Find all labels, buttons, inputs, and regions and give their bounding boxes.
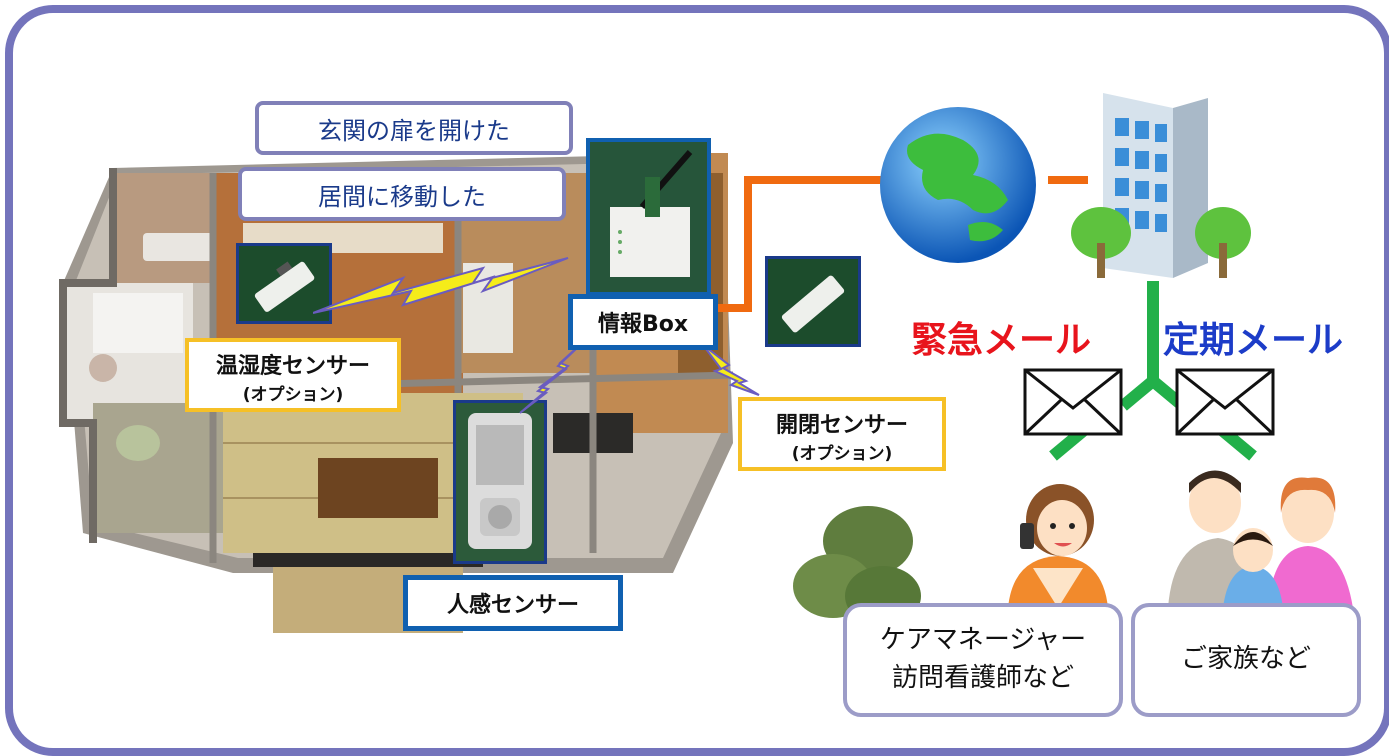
emergency-mail-label: 緊急メール bbox=[911, 320, 1092, 361]
door-sensor-name: 開閉センサー bbox=[775, 413, 908, 438]
callout-entrance: 玄関の扉を開けた bbox=[255, 101, 573, 155]
family-card: ご家族など bbox=[1131, 603, 1361, 717]
caregiver-icon bbox=[1008, 484, 1108, 608]
temp-humidity-sensor-image bbox=[236, 243, 332, 324]
family-label: ご家族など bbox=[1180, 644, 1311, 675]
globe-icon bbox=[880, 107, 1036, 263]
motion-sensor-image bbox=[453, 400, 547, 564]
network-line bbox=[703, 176, 1088, 312]
infobox-label-text: 情報Box bbox=[597, 312, 689, 337]
family-icon bbox=[1168, 470, 1353, 608]
door-sensor-note: (オプション) bbox=[791, 444, 893, 464]
temp-humidity-sensor-name: 温湿度センサー bbox=[215, 354, 370, 379]
lightning-icon bbox=[702, 344, 760, 396]
temp-humidity-sensor-label: 温湿度センサー (オプション) bbox=[185, 338, 401, 412]
callout-entrance-text: 玄関の扉を開けた bbox=[318, 116, 510, 145]
envelope-icon bbox=[1175, 368, 1275, 436]
door-sensor-label: 開閉センサー (オプション) bbox=[738, 397, 946, 471]
envelope-icon bbox=[1023, 368, 1123, 436]
callout-living: 居間に移動した bbox=[238, 167, 566, 221]
care-manager-card: ケアマネージャー 訪問看護師など bbox=[843, 603, 1123, 717]
regular-mail-label: 定期メール bbox=[1163, 320, 1344, 361]
building-icon bbox=[1071, 93, 1251, 278]
door-sensor-image bbox=[765, 256, 861, 347]
lightning-icon bbox=[519, 332, 594, 414]
diagram-frame: 玄関の扉を開けた 居間に移動した bbox=[5, 5, 1389, 756]
callout-living-text: 居間に移動した bbox=[318, 182, 486, 211]
infobox-device-image bbox=[586, 138, 711, 296]
care-manager-line1: ケアマネージャー bbox=[879, 625, 1087, 656]
infobox-label: 情報Box bbox=[568, 294, 718, 350]
motion-sensor-label: 人感センサー bbox=[403, 575, 623, 631]
care-manager-line2: 訪問看護師など bbox=[891, 663, 1074, 693]
lightning-icon bbox=[313, 257, 569, 314]
motion-sensor-label-text: 人感センサー bbox=[446, 593, 579, 618]
temp-humidity-sensor-note: (オプション) bbox=[242, 385, 344, 405]
